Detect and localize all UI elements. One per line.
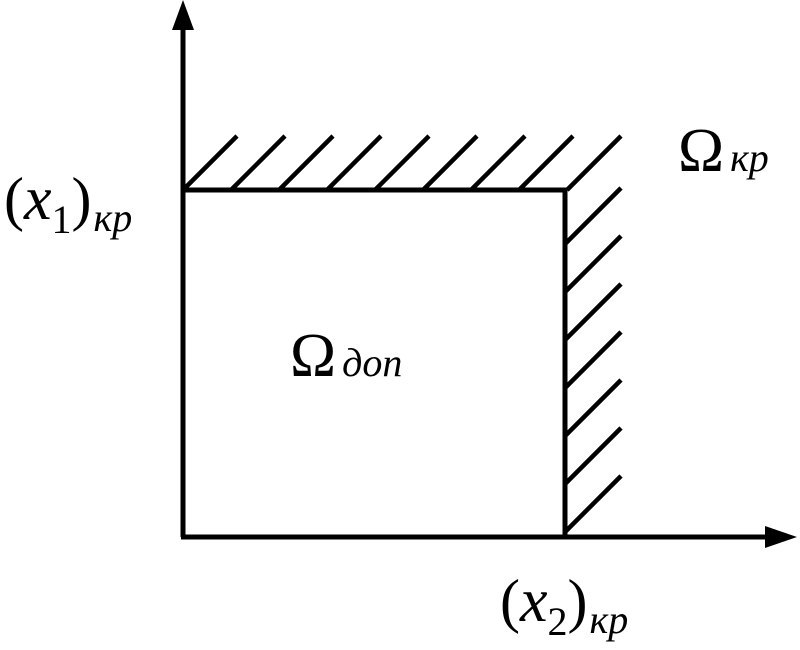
y-axis-arrowhead [172, 0, 194, 30]
x2-subscript: кр [589, 597, 629, 642]
region-critical-subscript: кр [730, 135, 769, 180]
hatch-mark [517, 134, 575, 192]
hatch-mark [229, 134, 287, 192]
hatch-mark [469, 134, 527, 192]
hatching-top [181, 134, 623, 192]
x-axis-arrowhead [765, 526, 797, 548]
x1-close-paren: ) [71, 166, 92, 232]
hatch-mark [277, 134, 335, 192]
x1-open-paren: ( [4, 166, 24, 232]
x2-close-paren: ) [567, 568, 588, 634]
x2-index: 2 [547, 599, 568, 644]
x2-open-paren: ( [500, 568, 520, 634]
hatch-mark [563, 282, 623, 342]
hatch-mark [563, 426, 623, 486]
hatch-mark [181, 134, 239, 192]
x1-variable: x [23, 165, 52, 233]
hatch-mark [563, 474, 623, 534]
hatch-mark [373, 134, 431, 192]
hatch-mark [563, 378, 623, 438]
hatch-mark [563, 234, 623, 294]
x1-subscript: кр [93, 195, 133, 240]
hatch-mark [325, 134, 383, 192]
region-critical-symbol: Ω [678, 117, 725, 185]
region-allowed-subscript: доп [342, 340, 403, 385]
hatch-mark [565, 134, 623, 192]
x1-index: 1 [51, 197, 72, 242]
hatch-mark [563, 186, 623, 246]
hatching-right [563, 186, 623, 534]
hatch-mark [421, 134, 479, 192]
x1-critical-label: (x1)кр [4, 165, 132, 240]
x2-critical-label: (x2)кр [500, 567, 628, 642]
hatch-mark [563, 330, 623, 390]
region-allowed-symbol: Ω [290, 322, 337, 390]
x2-variable: x [519, 567, 548, 635]
